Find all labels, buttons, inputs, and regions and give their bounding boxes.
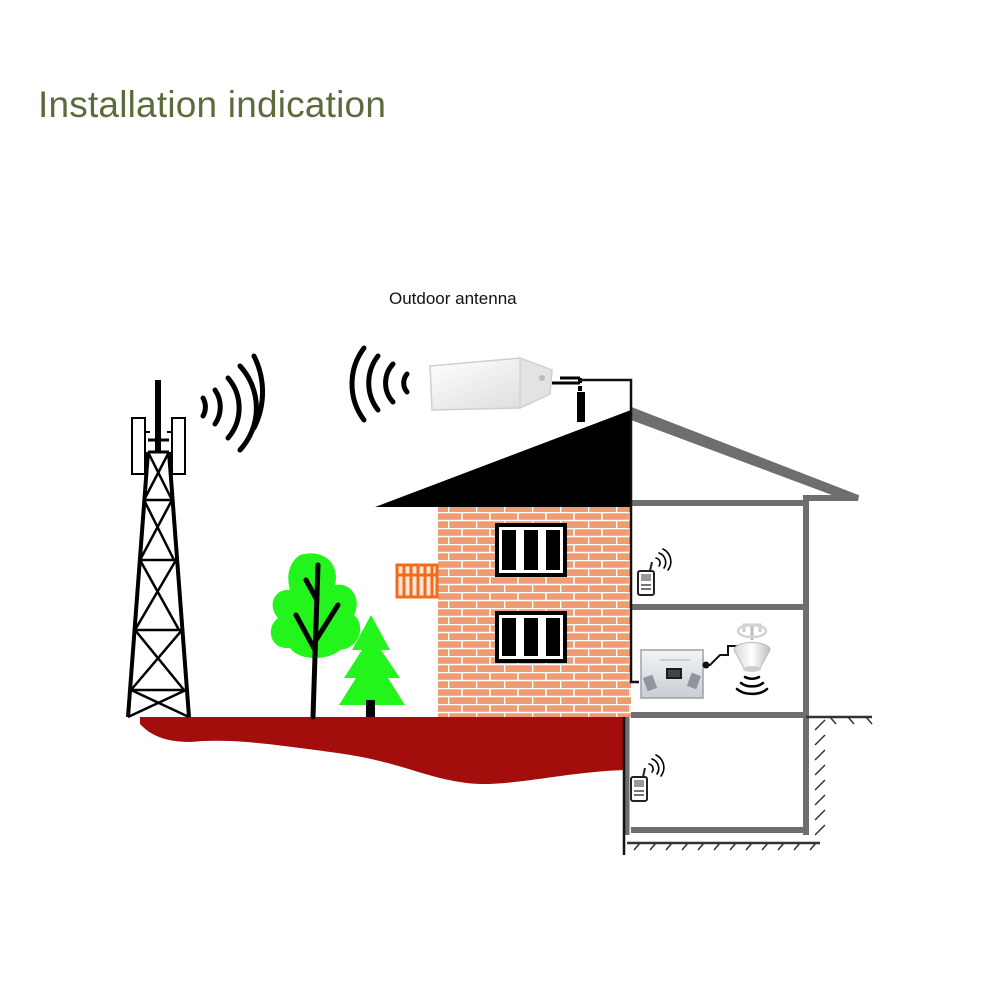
tower-signal-waves-icon: [200, 353, 265, 453]
mobile-phone-icon: [637, 548, 672, 596]
house-cutaway: [624, 407, 860, 835]
roof: [375, 410, 631, 507]
repeater-icon: [640, 649, 704, 699]
tree-icon: [270, 553, 361, 720]
panel-antenna-icon: [429, 357, 582, 422]
feeder-cable: [580, 378, 639, 855]
basement-ground-hatching: [627, 715, 873, 851]
cell-tower-icon: [126, 380, 191, 719]
indoor-cable: [702, 645, 746, 669]
brick-house: [375, 392, 631, 717]
upper-window: [495, 523, 567, 577]
lower-window: [495, 611, 567, 663]
balcony: [395, 563, 439, 599]
ceiling-antenna-icon: [733, 623, 771, 672]
antenna-signal-waves-icon: [349, 345, 410, 423]
outdoor-antenna-label: Outdoor antenna: [389, 289, 517, 308]
page-title: Installation indication: [38, 84, 387, 125]
ceiling-signal-waves-icon: [735, 675, 769, 696]
mobile-phone-icon: [630, 754, 665, 802]
ground: [140, 717, 625, 785]
pine-tree-icon: [339, 615, 405, 717]
